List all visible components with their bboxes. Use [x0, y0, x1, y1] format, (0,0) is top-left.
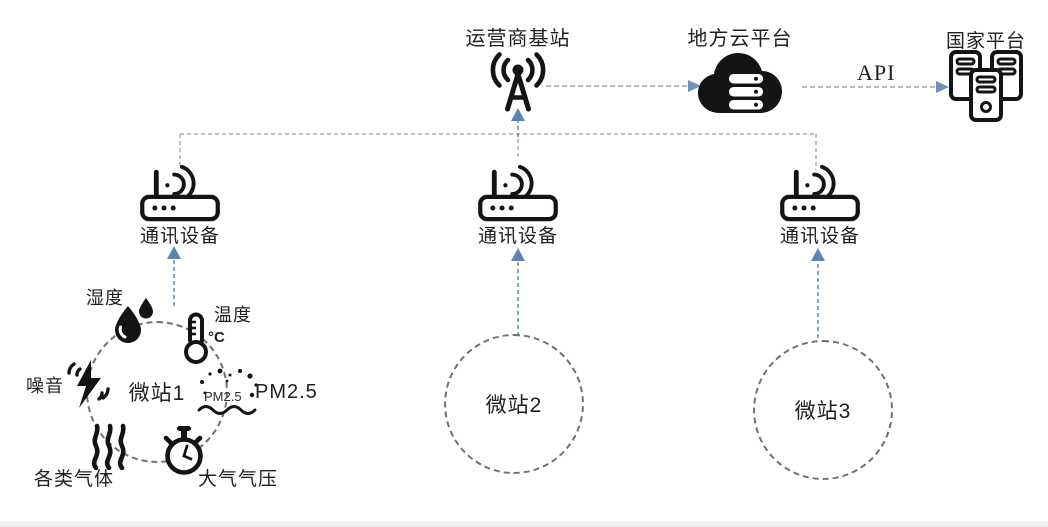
bottom-edge [0, 521, 1048, 527]
station-label: 微站1 [128, 382, 186, 405]
micro-station-2-circle: 微站2 [444, 334, 584, 474]
comm-device-label: 通讯设备 [478, 226, 559, 247]
noise-label: 噪音 [26, 376, 64, 396]
arrow-station3-to-device [811, 248, 825, 338]
humidity-icon [115, 298, 153, 343]
cloud-platform-label: 地方云平台 [687, 28, 793, 50]
gases-icon [91, 423, 126, 470]
station-label: 微站2 [485, 394, 543, 417]
bus-line [179, 133, 817, 170]
pm25-icon-text: PM2.5 [204, 389, 242, 404]
link-cloud-national [802, 81, 949, 93]
arrow-bus-to-basestation [511, 108, 525, 137]
temperature-icon [184, 312, 208, 364]
router-icon [140, 164, 220, 222]
pm25-label: PM2.5 [255, 381, 318, 403]
router-icon [478, 164, 558, 222]
humidity-label: 湿度 [86, 288, 124, 308]
pressure-label: 大气气压 [198, 469, 279, 490]
router-icon [780, 164, 860, 222]
celsius-unit: °C [208, 329, 225, 346]
server-rack-icon [949, 50, 1023, 122]
link-basestation-cloud [546, 80, 701, 92]
arrow-station2-to-device [511, 248, 525, 336]
station-label: 微站3 [794, 400, 852, 423]
gases-label: 各类气体 [34, 469, 115, 490]
comm-device-label: 通讯设备 [140, 226, 221, 247]
noise-icon [67, 360, 110, 408]
micro-station-3-circle: 微站3 [753, 340, 893, 480]
pressure-icon [163, 426, 203, 475]
antenna-icon [490, 52, 546, 112]
comm-device-label: 通讯设备 [780, 226, 861, 247]
api-label: API [857, 60, 896, 85]
cloud-server-icon [698, 53, 782, 113]
temperature-label: 温度 [214, 305, 252, 325]
base-station-label: 运营商基站 [465, 28, 571, 50]
national-platform-label: 国家平台 [945, 31, 1026, 52]
arrow-station1-to-device [167, 246, 181, 306]
pm25-icon: PM2.5 [197, 368, 258, 415]
